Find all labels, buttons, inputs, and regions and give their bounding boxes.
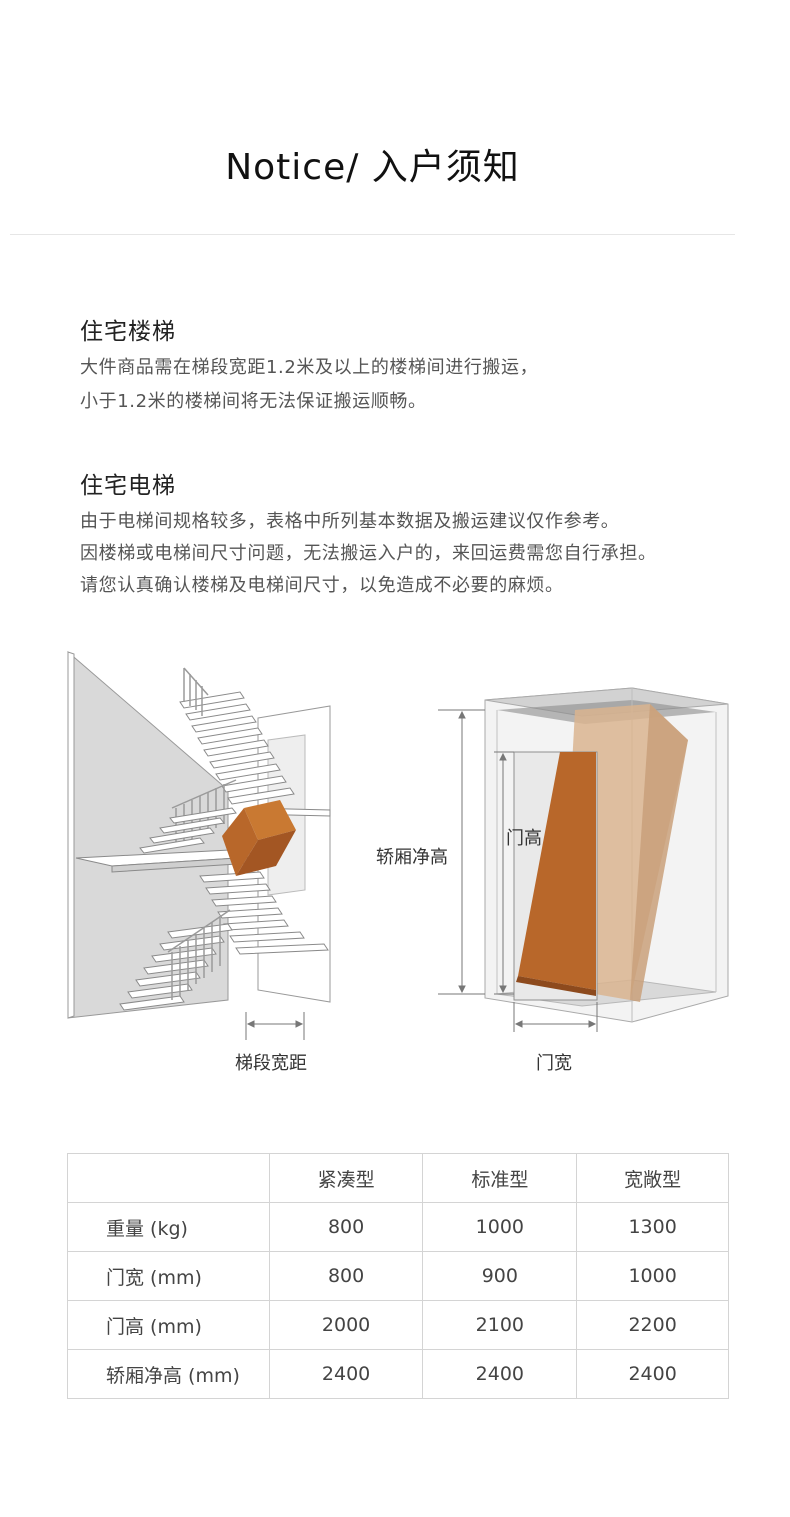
table-cell: 2200 — [576, 1300, 729, 1350]
table-header-compact: 紧凑型 — [268, 1153, 424, 1203]
stairs-heading: 住宅楼梯 — [80, 319, 176, 345]
elevator-heading: 住宅电梯 — [80, 473, 176, 499]
table-header-blank — [67, 1153, 270, 1203]
table-row: 重量 (kg) 800 1000 1300 — [67, 1202, 729, 1252]
table-cell: 1300 — [576, 1202, 729, 1252]
row-label-car-height: 轿厢净高 (mm) — [67, 1349, 270, 1399]
table-cell: 2400 — [268, 1349, 424, 1399]
elevator-spec-table: 紧凑型 标准型 宽敞型 重量 (kg) 800 1000 1300 门宽 (mm… — [67, 1153, 729, 1399]
table-row: 门宽 (mm) 800 900 1000 — [67, 1251, 729, 1301]
elevator-line-1: 由于电梯间规格较多，表格中所列基本数据及搬运建议仅作参考。 — [80, 511, 620, 532]
table-cell: 2000 — [268, 1300, 424, 1350]
elevator-illustration — [438, 687, 729, 1032]
table-cell: 800 — [268, 1202, 424, 1252]
table-cell: 1000 — [422, 1202, 578, 1252]
table-header-spacious: 宽敞型 — [576, 1153, 729, 1203]
stair-width-label: 梯段宽距 — [235, 1053, 307, 1074]
car-height-label: 轿厢净高 — [376, 847, 448, 868]
door-height-label: 门高 — [506, 828, 542, 849]
row-label-weight: 重量 (kg) — [67, 1202, 270, 1252]
door-width-label: 门宽 — [536, 1053, 572, 1074]
illustration-svg — [67, 650, 729, 1040]
page-title: Notice/ 入户须知 — [225, 147, 520, 188]
table-cell: 1000 — [576, 1251, 729, 1301]
table-cell: 800 — [268, 1251, 424, 1301]
table-cell: 900 — [422, 1251, 578, 1301]
table-cell: 2100 — [422, 1300, 578, 1350]
title-divider — [10, 234, 735, 235]
table-row: 轿厢净高 (mm) 2400 2400 2400 — [67, 1349, 729, 1399]
table-cell: 2400 — [576, 1349, 729, 1399]
elevator-line-3: 请您认真确认楼梯及电梯间尺寸，以免造成不必要的麻烦。 — [80, 575, 564, 596]
dimension-illustrations: 梯段宽距 轿厢净高 门高 门宽 — [0, 640, 790, 1080]
table-row: 门高 (mm) 2000 2100 2200 — [67, 1300, 729, 1350]
stairs-line-2: 小于1.2米的楼梯间将无法保证搬运顺畅。 — [80, 391, 427, 412]
stairs-line-1: 大件商品需在梯段宽距1.2米及以上的楼梯间进行搬运， — [80, 357, 539, 378]
elevator-line-2: 因楼梯或电梯间尺寸问题，无法搬运入户的，来回运费需您自行承担。 — [80, 543, 657, 564]
row-label-door-width: 门宽 (mm) — [67, 1251, 270, 1301]
table-header-standard: 标准型 — [422, 1153, 578, 1203]
table-cell: 2400 — [422, 1349, 578, 1399]
furniture-box-stairs — [222, 800, 296, 876]
staircase-illustration — [67, 650, 331, 1040]
table-header-row: 紧凑型 标准型 宽敞型 — [67, 1153, 729, 1203]
row-label-door-height: 门高 (mm) — [67, 1300, 270, 1350]
furniture-box-elevator — [516, 752, 596, 996]
